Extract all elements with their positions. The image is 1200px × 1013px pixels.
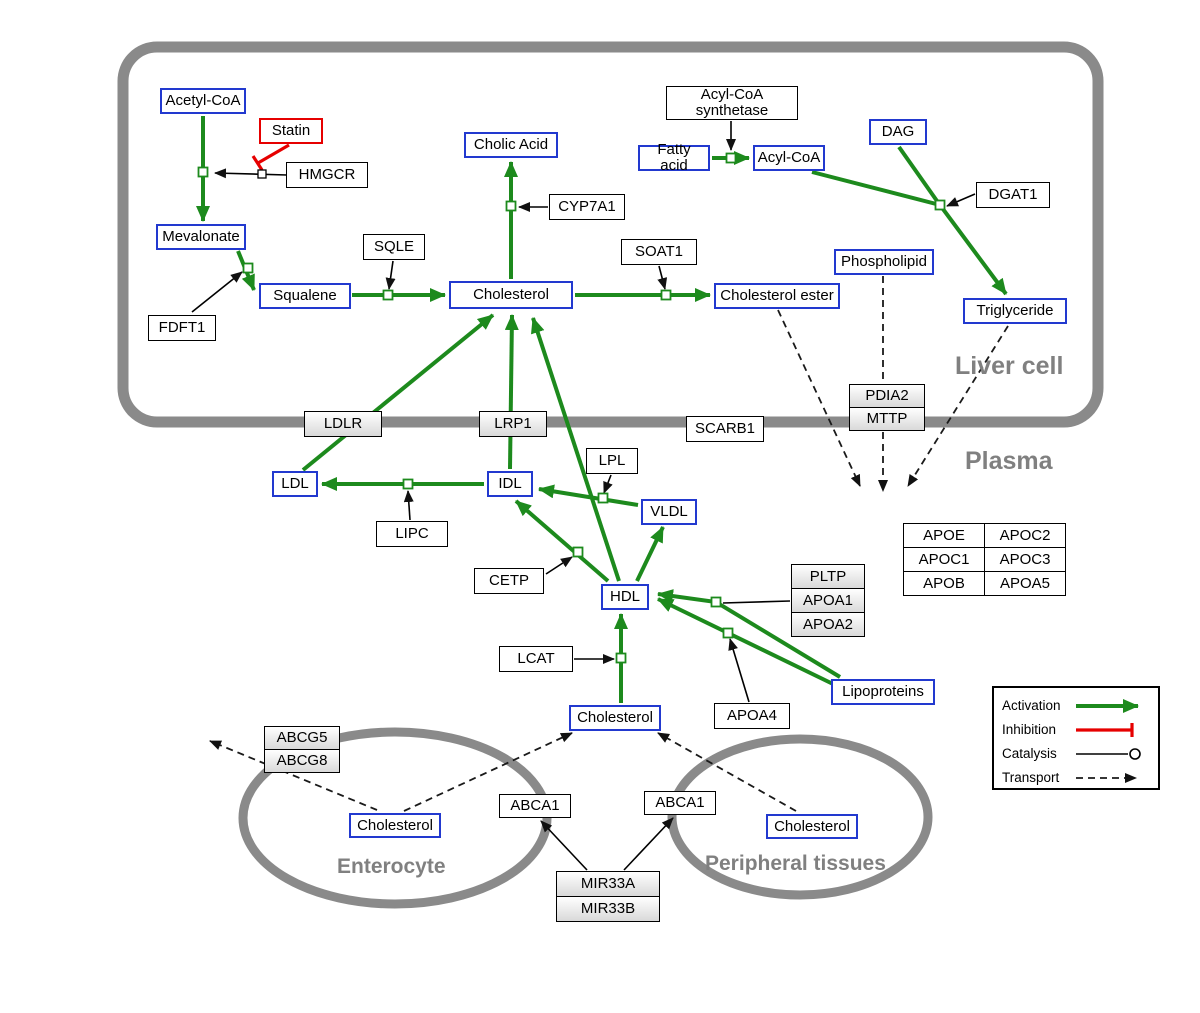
node-statin[interactable]: Statin xyxy=(259,118,323,144)
node-abcg8[interactable]: ABCG8 xyxy=(264,749,340,773)
node-abca1-peripheral[interactable]: ABCA1 xyxy=(644,791,716,815)
node-lcat[interactable]: LCAT xyxy=(499,646,573,672)
node-hdl[interactable]: HDL xyxy=(601,584,649,610)
node-sqle[interactable]: SQLE xyxy=(363,234,425,260)
node-apoc3[interactable]: APOC3 xyxy=(984,547,1066,572)
node-squalene[interactable]: Squalene xyxy=(259,283,351,309)
membranes xyxy=(117,41,1104,909)
node-cholesterol-peripheral[interactable]: Cholesterol xyxy=(766,814,858,839)
plasma-label: Plasma xyxy=(965,447,1053,475)
node-lipc[interactable]: LIPC xyxy=(376,521,448,547)
node-scarb1[interactable]: SCARB1 xyxy=(686,416,764,442)
node-pdia2[interactable]: PDIA2 xyxy=(849,384,925,408)
node-dag[interactable]: DAG xyxy=(869,119,927,145)
node-vldl[interactable]: VLDL xyxy=(641,499,697,525)
activation-edges xyxy=(196,116,1008,703)
catalysis-edges xyxy=(191,121,976,871)
node-fdft1[interactable]: FDFT1 xyxy=(148,315,216,341)
node-apoa5[interactable]: APOA5 xyxy=(984,571,1066,596)
legend-inhibition-label: Inhibition xyxy=(1002,722,1057,737)
node-pltp[interactable]: PLTP xyxy=(791,564,865,589)
legend-transport-label: Transport xyxy=(1002,770,1060,785)
node-apoa4[interactable]: APOA4 xyxy=(714,703,790,729)
transport-edges xyxy=(209,276,1009,812)
node-cholesterol-enterocyte[interactable]: Cholesterol xyxy=(349,813,441,838)
node-mir33a[interactable]: MIR33A xyxy=(556,871,660,897)
node-triglyceride[interactable]: Triglyceride xyxy=(963,298,1067,324)
node-ldl[interactable]: LDL xyxy=(272,471,318,497)
node-lipoproteins[interactable]: Lipoproteins xyxy=(831,679,935,705)
node-idl[interactable]: IDL xyxy=(487,471,533,497)
node-phospholipid[interactable]: Phospholipid xyxy=(834,249,934,275)
node-apoc1[interactable]: APOC1 xyxy=(903,547,985,572)
node-apoc2[interactable]: APOC2 xyxy=(984,523,1066,548)
node-acetyl-coa[interactable]: Acetyl-CoA xyxy=(160,88,246,114)
enterocyte-label: Enterocyte xyxy=(337,855,446,878)
node-mevalonate[interactable]: Mevalonate xyxy=(156,224,246,250)
node-ldlr[interactable]: LDLR xyxy=(304,411,382,437)
node-lpl[interactable]: LPL xyxy=(586,448,638,474)
node-apoa1[interactable]: APOA1 xyxy=(791,588,865,613)
node-cholesterol-liver[interactable]: Cholesterol xyxy=(449,281,573,309)
legend-activation-label: Activation xyxy=(1002,698,1061,713)
node-cyp7a1[interactable]: CYP7A1 xyxy=(549,194,625,220)
node-acyl-coa-synthetase[interactable]: Acyl-CoA synthetase xyxy=(666,86,798,120)
node-cholesterol-plasma[interactable]: Cholesterol xyxy=(569,705,661,731)
liver-cell-label: Liver cell xyxy=(955,352,1064,380)
legend-catalysis-label: Catalysis xyxy=(1002,746,1057,761)
node-cholesterol-ester[interactable]: Cholesterol ester xyxy=(714,283,840,309)
node-abcg5[interactable]: ABCG5 xyxy=(264,726,340,750)
node-apoa2[interactable]: APOA2 xyxy=(791,612,865,637)
node-soat1[interactable]: SOAT1 xyxy=(621,239,697,265)
node-acyl-coa[interactable]: Acyl-CoA xyxy=(753,145,825,171)
node-mttp[interactable]: MTTP xyxy=(849,407,925,431)
node-fatty-acid[interactable]: Fatty acid xyxy=(638,142,710,173)
node-apoe[interactable]: APOE xyxy=(903,523,985,548)
node-lrp1[interactable]: LRP1 xyxy=(479,411,547,437)
node-cholic-acid[interactable]: Cholic Acid xyxy=(464,132,558,158)
reaction-nodes xyxy=(197,152,946,664)
node-dgat1[interactable]: DGAT1 xyxy=(976,182,1050,208)
peripheral-tissues-label: Peripheral tissues xyxy=(705,852,886,875)
node-mir33b[interactable]: MIR33B xyxy=(556,896,660,922)
node-cetp[interactable]: CETP xyxy=(474,568,544,594)
node-apob[interactable]: APOB xyxy=(903,571,985,596)
node-hmgcr[interactable]: HMGCR xyxy=(286,162,368,188)
node-abca1-enterocyte[interactable]: ABCA1 xyxy=(499,794,571,818)
legend-symbols xyxy=(992,686,1160,790)
inhibition-edge xyxy=(251,143,290,171)
